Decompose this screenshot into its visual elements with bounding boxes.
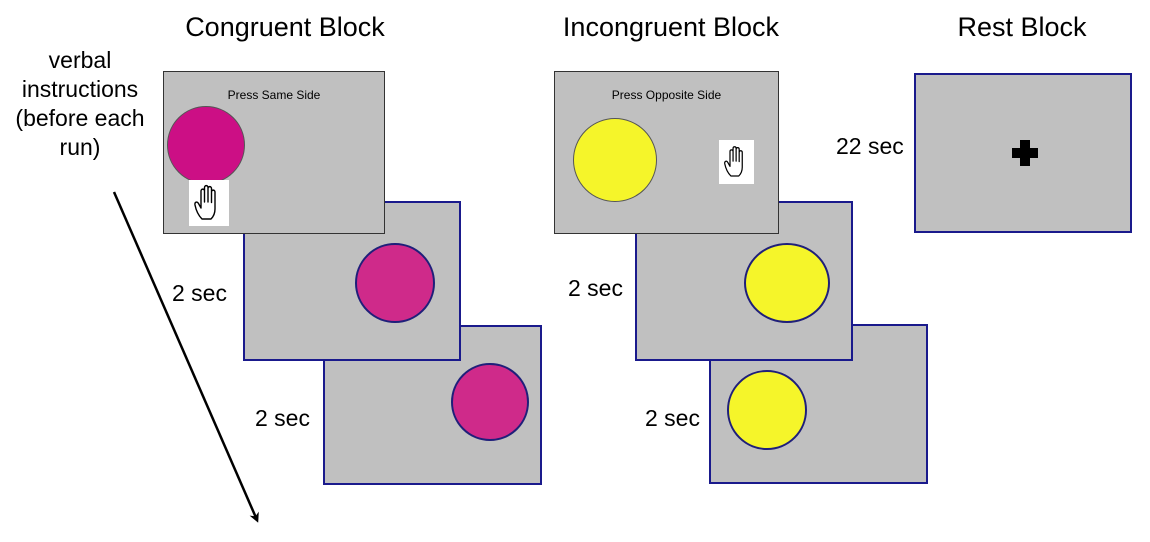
incongruent-trial-duration-2: 2 sec	[645, 405, 700, 431]
rest-duration-label: 22 sec	[836, 133, 904, 159]
stimulus-circle	[167, 106, 245, 184]
verbal-note-line: run)	[59, 134, 101, 160]
plus-icon	[1012, 140, 1038, 166]
stimulus-circle	[744, 243, 830, 323]
hand-icon	[723, 146, 743, 177]
incongruent-trial-duration-1: 2 sec	[568, 275, 623, 301]
incongruent-instruction-slide: Press Opposite Side	[554, 71, 779, 234]
stimulus-circle	[451, 363, 529, 441]
congruent-instruction-slide: Press Same Side	[163, 71, 385, 234]
verbal-note-line: (before each	[15, 105, 145, 131]
rest-fixation-slide	[914, 73, 1132, 233]
instruction-text: Press Same Side	[227, 88, 321, 102]
incongruent-block-title: Incongruent Block	[562, 12, 780, 42]
arrow-down-right-icon	[112, 191, 259, 523]
verbal-note-line: verbal	[48, 47, 112, 73]
response-hand-box	[719, 140, 754, 184]
stimulus-circle	[727, 370, 807, 450]
congruent-block-title: Congruent Block	[185, 12, 385, 42]
verbal-instructions-note: verbal instructions (before each run)	[0, 46, 160, 162]
hand-icon	[194, 184, 216, 220]
verbal-note-line: instructions	[21, 76, 139, 102]
instruction-text: Press Opposite Side	[611, 88, 722, 102]
stimulus-circle	[355, 243, 435, 323]
stimulus-circle	[573, 118, 657, 202]
congruent-trial-duration-2: 2 sec	[255, 405, 310, 431]
rest-block-title: Rest Block	[957, 12, 1087, 42]
response-hand-box	[189, 180, 229, 226]
congruent-trial-duration-1: 2 sec	[172, 280, 227, 306]
